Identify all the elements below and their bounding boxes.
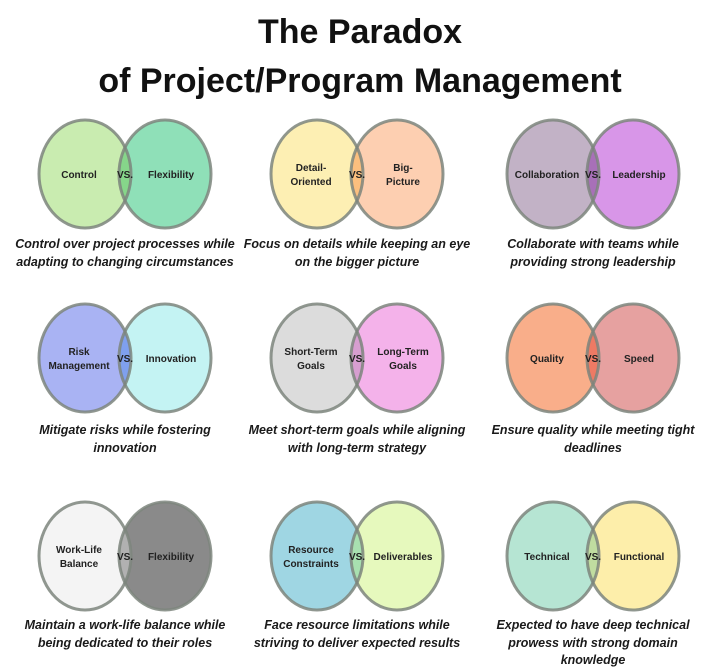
- right-circle: [119, 304, 211, 412]
- title-line-2: of Project/Program Management: [98, 62, 622, 100]
- left-circle: [39, 120, 131, 228]
- left-label: Quality: [530, 354, 564, 365]
- pair-caption: Mitigate risks while fostering innovatio…: [39, 423, 211, 455]
- right-label: Leadership: [612, 170, 665, 181]
- right-label: Innovation: [146, 354, 197, 365]
- right-label: Goals: [389, 361, 417, 372]
- right-label: Long-Term: [377, 347, 429, 358]
- left-circle: [507, 120, 599, 228]
- vs-label: VS.: [585, 552, 601, 563]
- left-circle: [271, 502, 363, 610]
- left-label: Technical: [524, 552, 570, 563]
- right-label: Big-: [393, 163, 412, 174]
- venn-pair: Detail- Oriented Big- Picture VS.: [269, 118, 445, 230]
- vs-label: VS.: [117, 170, 133, 181]
- venn-pair: Quality Speed VS.: [505, 302, 681, 414]
- pair-caption: Focus on details while keeping an eye on…: [243, 237, 471, 269]
- venn-pair: Collaboration Leadership VS.: [505, 118, 681, 230]
- left-label: Detail-: [296, 163, 327, 174]
- right-label: Picture: [386, 177, 420, 188]
- left-label: Work-Life: [56, 545, 102, 556]
- left-label: Constraints: [283, 559, 339, 570]
- vs-label: VS.: [117, 552, 133, 563]
- vs-label: VS.: [349, 552, 365, 563]
- right-label: Flexibility: [148, 170, 195, 181]
- left-circle: [271, 304, 363, 412]
- pair-caption: Collaborate with teams while providing s…: [507, 237, 679, 269]
- pair-caption: Maintain a work-life balance while being…: [24, 618, 226, 650]
- left-label: Balance: [60, 559, 99, 570]
- left-circle: [507, 304, 599, 412]
- right-label: Functional: [614, 552, 665, 563]
- left-label: Goals: [297, 361, 325, 372]
- vs-label: VS.: [585, 354, 601, 365]
- pair-caption: Control over project processes while ada…: [15, 237, 235, 269]
- left-circle: [39, 502, 131, 610]
- left-label: Oriented: [290, 177, 331, 188]
- right-circle: [587, 304, 679, 412]
- right-circle: [351, 304, 443, 412]
- left-circle: [271, 120, 363, 228]
- pair-caption: Ensure quality while meeting tight deadl…: [491, 423, 695, 455]
- venn-pair: Control Flexibility VS.: [37, 118, 213, 230]
- right-circle: [351, 502, 443, 610]
- vs-label: VS.: [349, 170, 365, 181]
- vs-label: VS.: [117, 354, 133, 365]
- left-label: Risk: [68, 347, 90, 358]
- vs-label: VS.: [349, 354, 365, 365]
- left-circle: [39, 304, 131, 412]
- venn-pair: Technical Functional VS.: [505, 500, 681, 612]
- left-label: Short-Term: [284, 347, 337, 358]
- right-circle: [119, 120, 211, 228]
- right-circle: [351, 120, 443, 228]
- right-circle: [587, 502, 679, 610]
- right-label: Flexibility: [148, 552, 195, 563]
- right-label: Deliverables: [374, 552, 433, 563]
- pair-caption: Meet short-term goals while aligning wit…: [248, 423, 466, 455]
- left-label: Control: [61, 170, 97, 181]
- left-label: Collaboration: [515, 170, 579, 181]
- vs-label: VS.: [585, 170, 601, 181]
- left-circle: [507, 502, 599, 610]
- left-label: Resource: [288, 545, 334, 556]
- left-label: Management: [48, 361, 110, 372]
- pair-caption: Face resource limitations while striving…: [253, 618, 461, 650]
- right-circle: [587, 120, 679, 228]
- title-line-1: The Paradox: [257, 13, 463, 51]
- right-circle: [119, 502, 211, 610]
- pair-caption: Expected to have deep technical prowess …: [496, 618, 690, 667]
- right-label: Speed: [624, 354, 654, 365]
